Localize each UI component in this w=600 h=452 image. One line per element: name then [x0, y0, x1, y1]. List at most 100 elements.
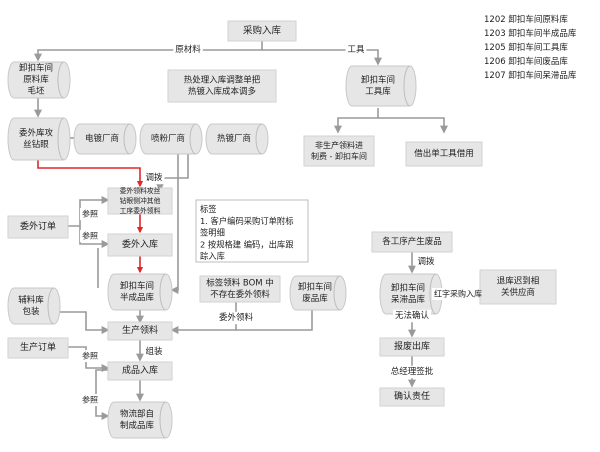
raw-material-label-bg	[173, 43, 203, 57]
hot-galv-vendor-cylinder-text: 热镀厂商	[217, 133, 251, 144]
prod-order-box	[7, 337, 69, 359]
purchase-in-box-text: 采购入库	[243, 25, 282, 37]
ref-label-text: 参照	[82, 395, 98, 405]
heat-note-box-text: 热处理入库调整单把	[184, 74, 261, 85]
slow-store-cylinder-text: 呆滞品库	[391, 294, 426, 305]
gm-approve-label-text: 总经理签批	[391, 366, 434, 377]
red-purchase-in-label-text: 红字采购入库	[434, 289, 482, 299]
raw-store-cylinder-text: 原料库	[23, 74, 49, 85]
cannot-confirm-label-text: 无法确认	[395, 310, 430, 321]
spray-vendor-cylinder	[139, 123, 203, 155]
scrap-gen-box-text: 各工序产生废品	[382, 236, 442, 247]
finished-in-box	[107, 361, 173, 381]
finished-in-box-text: 成品入库	[122, 364, 158, 376]
transfer-label-text: 调拨	[145, 172, 163, 183]
transfer-label-bg	[415, 255, 437, 269]
outsource-store-cylinder-text: 委外库攻	[19, 127, 54, 138]
prod-order-box-text: 生产订单	[20, 341, 56, 353]
semi-store-cylinder-text: 卸扣车间	[120, 280, 154, 291]
slow-store-cylinder	[379, 273, 443, 315]
logistics-store-cylinder	[107, 401, 173, 439]
outsource-pick-box-text: 工序委外领料	[120, 206, 161, 215]
raw-store-cylinder-text: 毛坯	[27, 86, 45, 97]
outsource-pick-box-text: 委外领料攻丝	[120, 186, 161, 195]
aux-store-cylinder-text: 辅料库	[18, 294, 44, 305]
legend-line: 1205 卸扣车间工具库	[484, 43, 568, 53]
ref-label-bg	[80, 208, 100, 220]
label-note-text: 标签	[200, 204, 217, 214]
red-connectors	[37, 160, 144, 274]
confirm-box	[379, 387, 445, 407]
label-note-text: 踪入库	[200, 251, 225, 261]
label-note	[195, 199, 309, 263]
outsource-in-box	[107, 233, 173, 257]
bom-note-box-text: 不存在委外领料	[210, 289, 270, 300]
raw-store-cylinder	[7, 61, 71, 99]
assemble-label-bg	[143, 345, 165, 359]
legend-line: 1203 卸扣车间半成品库	[484, 29, 577, 39]
non-prod-pick-box	[303, 135, 375, 167]
legend-line: 1202 卸扣车间原料库	[484, 15, 568, 25]
ref-label-text: 参照	[82, 231, 98, 241]
logistics-store-cylinder-text: 制成品库	[120, 420, 155, 431]
hot-galv-vendor-cylinder	[205, 123, 269, 155]
outsource-in-box-text: 委外入库	[122, 238, 158, 250]
raw-store-cylinder-text: 卸扣车间	[19, 63, 53, 74]
cannot-confirm-label-bg	[393, 309, 431, 323]
tool-store-cylinder-text: 卸扣车间	[361, 74, 395, 85]
tool-store-cylinder-text: 工具库	[365, 86, 391, 97]
scrap-store-cylinder	[289, 275, 347, 311]
scrap-store-cylinder-text: 废品库	[302, 293, 328, 304]
bom-note-box-text: 标签领料 BOM 中	[206, 277, 274, 288]
non-prod-pick-box-text: 非生产领料进	[315, 140, 363, 150]
purchase-in-box	[227, 20, 297, 42]
assemble-label-text: 组装	[145, 346, 163, 357]
return-supplier-box	[479, 269, 557, 305]
outsource-store-cylinder-text: 丝钻眼	[23, 139, 49, 150]
confirm-box-text: 确认责任	[394, 390, 430, 402]
label-note-text: 2 按规格建 编码，出库跟	[200, 239, 294, 249]
ref-label-bg	[80, 394, 100, 406]
legend-line: 1206 卸扣车间废品库	[484, 57, 568, 67]
aux-store-cylinder	[7, 287, 61, 325]
tool-borrow-box	[405, 141, 483, 167]
tools-label-text: 工具	[347, 45, 365, 55]
scrap-out-box	[379, 337, 445, 357]
red-purchase-in-label-bg	[432, 288, 484, 300]
ref-label-text: 参照	[82, 209, 98, 219]
logistics-store-cylinder-text: 物流部自	[120, 408, 154, 419]
legend-line: 1207 卸扣车间呆滞品库	[484, 71, 577, 81]
tool-store-cylinder	[345, 65, 417, 107]
slow-store-cylinder-text: 卸扣车间	[391, 282, 425, 293]
scrap-store-cylinder-text: 卸扣车间	[298, 281, 332, 292]
ref-label-bg	[80, 230, 100, 242]
semi-store-cylinder	[107, 273, 173, 311]
ref-label-text: 参照	[82, 351, 98, 361]
heat-note-box	[167, 69, 277, 103]
semi-store-cylinder-text: 半成品库	[120, 292, 155, 303]
raw-material-label-text: 原材料	[175, 44, 201, 55]
outsource-order-box-text: 委外订单	[20, 220, 56, 232]
outsource-pick-box	[107, 187, 173, 215]
transfer-label-text: 调拨	[417, 256, 435, 267]
plating-vendor-cylinder-text: 电镀厂商	[85, 133, 119, 144]
outsource-store-cylinder	[7, 117, 71, 161]
outsource-pick-box-text: 钻眼侧冲其他	[120, 196, 161, 205]
return-supplier-box-text: 关供应商	[501, 287, 535, 298]
bom-note-box	[199, 275, 281, 303]
scrap-out-box-text: 报废出库	[394, 340, 430, 352]
aux-store-cylinder-text: 包装	[22, 306, 40, 317]
non-prod-pick-box-text: 制费 - 卸扣车间	[311, 151, 367, 161]
outsource-pick-label-bg	[217, 311, 255, 325]
plating-vendor-cylinder	[73, 123, 137, 155]
spray-vendor-cylinder-text: 喷粉厂商	[151, 133, 185, 144]
label-note-text: 签明细	[200, 228, 225, 238]
transfer-label-bg	[143, 171, 165, 185]
ref-label-bg	[80, 350, 100, 362]
return-supplier-box-text: 退库迟到相	[497, 275, 540, 286]
prod-pick-box	[107, 321, 173, 341]
heat-note-box-text: 热镀入库成本调多	[188, 86, 257, 97]
label-note-text: 1. 客户编码采购订单附标	[200, 216, 294, 226]
